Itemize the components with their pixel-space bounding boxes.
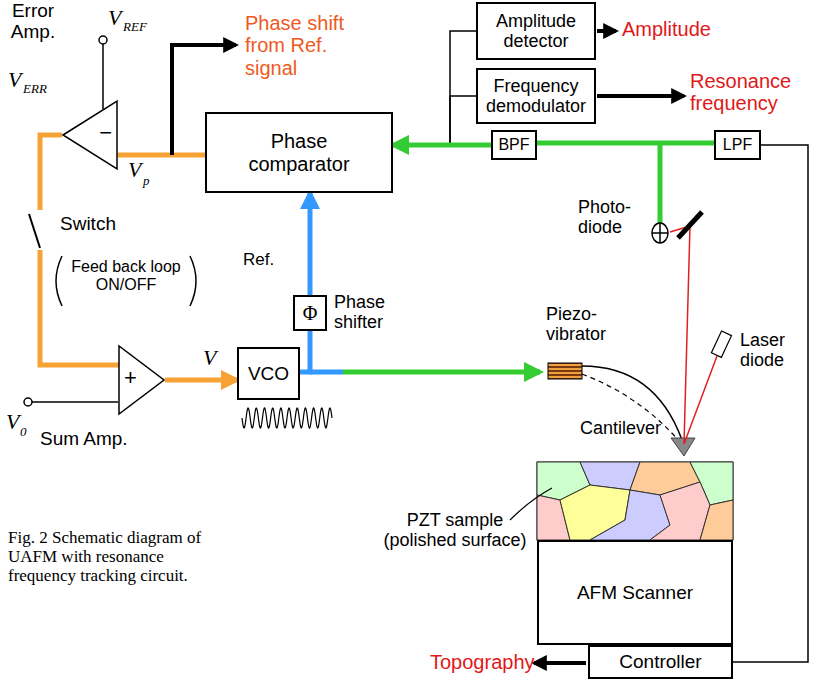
signal-name: V — [6, 410, 19, 435]
node-text: BPF — [497, 136, 531, 154]
node-label: VCO — [243, 363, 294, 384]
amplifier-triangle: + — [118, 345, 165, 415]
signal-name: V — [203, 346, 216, 371]
part-name: Laser diode — [740, 330, 810, 370]
node-text: VCO — [243, 363, 294, 384]
comparator-box: Phase comparator — [205, 112, 393, 193]
signal-connector — [40, 135, 119, 365]
amplifier-name: Error Amp. — [2, 0, 64, 43]
output-name: Resonance frequency — [690, 70, 830, 115]
signal-connector — [393, 142, 491, 147]
controller-box: Controller — [588, 645, 733, 679]
signal-subscript: p — [143, 174, 150, 189]
amplitude-output-arrow — [597, 29, 616, 33]
signal-connector — [118, 153, 205, 158]
node-label: AFM Scanner — [543, 582, 727, 603]
signal-connector — [165, 378, 237, 383]
node-text: − — [99, 121, 112, 146]
node-text: + — [124, 366, 137, 391]
part-name: PZT sample (polished surface) — [375, 510, 535, 550]
drive-wire — [343, 370, 540, 375]
reference-wire — [310, 370, 343, 375]
loop-switch — [29, 210, 47, 250]
pzt-sample — [537, 462, 733, 540]
signal-name: Ref. — [243, 250, 274, 269]
note: Feed back loop ON/OFF — [66, 258, 186, 294]
laser-beam — [670, 226, 717, 444]
vref-terminal — [99, 36, 107, 109]
amplifier-name: Sum Amp. — [40, 428, 128, 449]
part-name: Phase shifter — [334, 292, 404, 332]
node-label: Amplitude detector — [482, 11, 590, 51]
node-text: Φ — [299, 302, 321, 324]
phase-shifter-box: Φ — [293, 295, 327, 331]
signal-subscript: REF — [123, 20, 147, 35]
node-label: Controller — [594, 651, 727, 672]
output-name: Amplitude — [622, 18, 711, 40]
node-text: AFM Scanner — [543, 582, 727, 603]
signal-name: V — [128, 158, 141, 183]
sine-wave — [242, 408, 332, 428]
part-name: Piezo-vibrator — [546, 304, 618, 344]
topography-output-arrow — [534, 661, 586, 665]
signal-connector — [308, 193, 313, 295]
triangle-shape — [63, 101, 117, 169]
part-name: Switch — [60, 213, 116, 234]
output-name: Topography — [430, 651, 535, 673]
laser-diode — [711, 331, 731, 357]
amplifier-triangle: − — [62, 100, 118, 170]
node-text: Amplitude detector — [482, 11, 590, 51]
node-label: Phase comparator — [239, 130, 359, 175]
mirror — [678, 212, 702, 238]
node-text: Controller — [594, 651, 727, 672]
signal-subscript: ERR — [23, 82, 47, 97]
node-text: Frequency demodulator — [482, 76, 590, 116]
sample-leader — [510, 488, 552, 520]
v0-terminal — [24, 398, 118, 406]
scanner-box: AFM Scanner — [537, 540, 733, 645]
piezo-vibrator — [548, 363, 582, 379]
node-label: Φ — [299, 302, 321, 324]
signal-connector — [300, 331, 310, 372]
output-name: Phase shift from Ref. signal — [245, 12, 353, 79]
node-label: Frequency demodulator — [482, 76, 590, 116]
figure-caption: Fig. 2 Schematic diagram of UAFM with re… — [8, 528, 213, 585]
frequency-output-arrow — [597, 94, 684, 98]
node-label: BPF — [497, 136, 531, 154]
node-label: LPF — [720, 136, 755, 154]
signal-name: V — [108, 6, 121, 31]
node-text: Phase comparator — [239, 130, 359, 175]
signal-connector — [733, 145, 808, 662]
part-name: Cantilever — [580, 418, 661, 438]
detector-box: Amplitude detector — [476, 2, 596, 60]
cantilever-tip — [671, 438, 695, 456]
filter-box: LPF — [714, 130, 761, 160]
filter-box: BPF — [491, 130, 537, 160]
node-label: − — [99, 121, 112, 146]
node-label: + — [124, 366, 137, 391]
triangle-shape — [119, 346, 164, 414]
oscillator-box: VCO — [237, 347, 300, 400]
demodulator-box: Frequency demodulator — [476, 68, 596, 124]
node-text: LPF — [720, 136, 755, 154]
feedback-bracket — [56, 256, 196, 306]
signal-name: V — [8, 68, 21, 93]
signal-subscript: 0 — [20, 425, 27, 440]
photodiode — [652, 223, 668, 243]
part-name: Photo-diode — [578, 197, 644, 237]
